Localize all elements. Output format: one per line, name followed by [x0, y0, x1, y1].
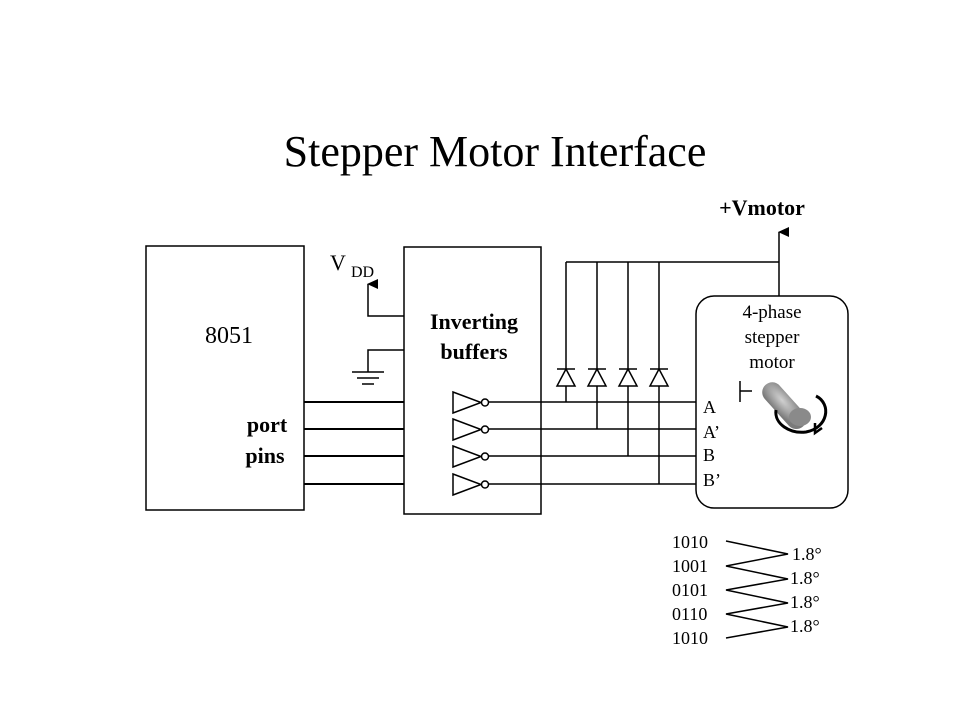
vmotor-label: +Vmotor	[719, 195, 805, 220]
sequence-code: 1010	[672, 628, 708, 648]
coil-label-b-prime: B’	[703, 470, 721, 490]
coil-label-a: A	[703, 397, 716, 417]
coil-label-a-prime: A’	[703, 422, 720, 442]
step-angle: 1.8°	[790, 616, 820, 636]
coil-label-b: B	[703, 445, 715, 465]
flyback-diode	[586, 367, 608, 387]
mcu-block	[145, 245, 305, 511]
inverter-gate	[452, 444, 490, 469]
rotor-icon	[739, 381, 828, 436]
inverter-gate	[452, 390, 490, 415]
step-angle: 1.8°	[792, 544, 822, 564]
sequence-code: 1010	[672, 532, 708, 552]
inverter-gates	[452, 390, 490, 497]
motor-label-line1: 4-phase	[742, 302, 801, 323]
inverter-gate	[452, 417, 490, 442]
inverting-buffers-block	[403, 246, 542, 515]
port-pins-label-line2: pins	[245, 443, 285, 468]
ground-symbol	[352, 349, 404, 385]
step-angle: 1.8°	[790, 568, 820, 588]
inverter-gate	[452, 472, 490, 497]
sequence-code: 0101	[672, 580, 708, 600]
flyback-diodes	[555, 367, 670, 387]
sequence-zigzag	[725, 540, 789, 639]
motor-label-line3: motor	[749, 352, 795, 373]
buffers-label-line2: buffers	[440, 339, 508, 364]
step-sequence: 1010 1001 0101 0110 1010 1.8° 1.8° 1.8° …	[672, 532, 822, 648]
slide-title: Stepper Motor Interface	[284, 127, 707, 176]
step-angle: 1.8°	[790, 592, 820, 612]
buffers-label-line1: Inverting	[430, 309, 518, 334]
sequence-code: 0110	[672, 604, 707, 624]
mcu-label: 8051	[205, 323, 253, 349]
vdd-main: V	[330, 250, 346, 275]
vdd-connection	[367, 279, 404, 317]
vdd-label: V DD	[330, 250, 374, 281]
port-pins-label-line1: port	[247, 412, 288, 437]
flyback-diode	[555, 367, 577, 387]
sequence-code: 1001	[672, 556, 708, 576]
flyback-diode	[648, 367, 670, 387]
flyback-diode	[617, 367, 639, 387]
vdd-sub: DD	[351, 264, 374, 281]
coil-drive-lines	[489, 401, 696, 485]
motor-label-line2: stepper	[745, 327, 801, 348]
